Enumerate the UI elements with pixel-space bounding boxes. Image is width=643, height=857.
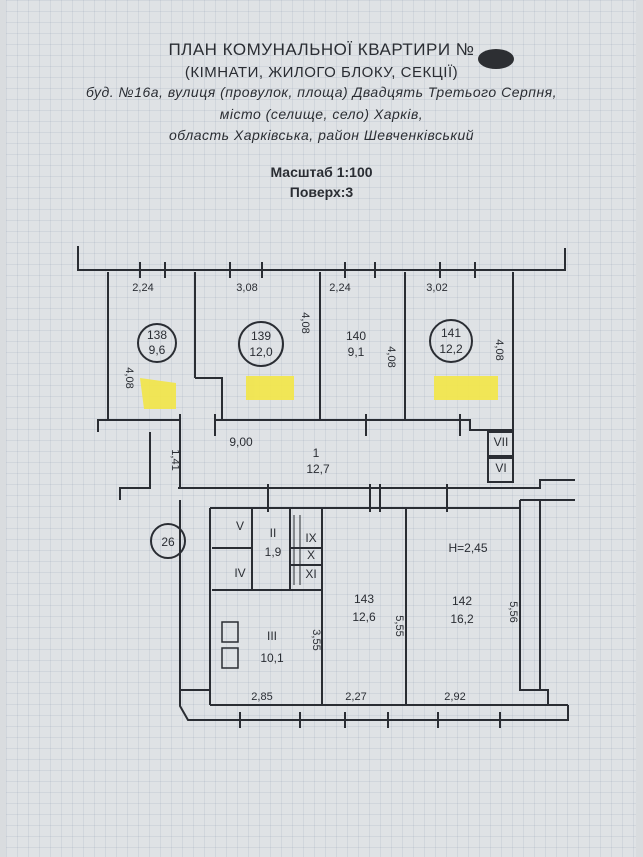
ceiling-height: Н=2,45	[448, 541, 487, 555]
dim-v-142: 5,56	[507, 601, 519, 622]
room-v-label: V	[236, 519, 244, 533]
room-xi-label: XI	[305, 567, 316, 581]
dim-bottom-3: 2,92	[444, 691, 465, 703]
dim-v-141: 4,08	[493, 339, 505, 360]
lower-left-wall	[179, 500, 210, 691]
room-vii-label: VII	[494, 435, 509, 449]
room-vii-box	[487, 431, 514, 457]
room-139-circle	[238, 321, 284, 367]
room-iii-area: 10,1	[260, 651, 284, 665]
room-140-area: 9,1	[348, 345, 365, 359]
stair-circle	[150, 523, 186, 559]
room-143-area: 12,6	[352, 610, 376, 624]
fixture-2	[221, 647, 239, 669]
highlight-141	[434, 376, 498, 400]
plan-subtitle: (КІМНАТИ, ЖИЛОГО БЛОКУ, СЕКЦІЇ)	[184, 64, 459, 81]
room-139-number: 139	[251, 329, 271, 343]
room-141-number: 141	[441, 326, 461, 340]
stair-left	[119, 432, 151, 500]
address-line-3: область Харківська, район Шевченківський	[168, 127, 475, 143]
room-141-area: 12,2	[439, 342, 463, 356]
dim-v-138: 4,08	[123, 367, 135, 388]
room-142-number: 142	[452, 594, 472, 608]
dim-v-stair: 1,41	[169, 449, 181, 470]
top-wall	[77, 246, 566, 271]
room-iv-label: IV	[234, 566, 245, 580]
highlight-139	[246, 376, 294, 400]
plan-title: ПЛАН КОМУНАЛЬНОЇ КВАРТИРИ №	[168, 40, 475, 59]
room-142-area: 16,2	[450, 612, 474, 626]
room-138-area: 9,6	[149, 343, 166, 357]
address-line-1: буд. №16а, вулиця (провулок, площа) Двад…	[85, 84, 558, 100]
dim-bottom-1: 2,85	[251, 691, 272, 703]
corridor-length: 9,00	[229, 435, 253, 449]
highlight-138	[140, 378, 176, 409]
room-ii-number: II	[270, 526, 277, 540]
right-wall	[519, 500, 568, 706]
dim-top-4: 3,02	[426, 282, 447, 294]
room-x-label: X	[307, 548, 315, 562]
dim-top-1: 2,24	[132, 282, 153, 294]
scale-label: Масштаб 1:100	[270, 164, 373, 180]
room-vi-box	[487, 457, 514, 483]
room-139-notch	[195, 377, 223, 420]
dim-bottom-2: 2,27	[345, 691, 366, 703]
corridor-area: 12,7	[306, 462, 330, 476]
room-iii-number: III	[267, 629, 277, 643]
bottom-wall	[179, 690, 569, 721]
address-line-2: місто (селище, село) Харків,	[219, 106, 424, 122]
left-wall-upper	[97, 272, 109, 432]
dim-top-2: 3,08	[236, 282, 257, 294]
room-140-number: 140	[346, 329, 366, 343]
dim-v-143: 5,55	[393, 615, 405, 636]
dim-top-3: 2,24	[329, 282, 350, 294]
redaction-blot	[478, 49, 514, 69]
top-row-bottom-wall	[108, 419, 513, 431]
room-ii-area: 1,9	[265, 545, 282, 559]
room-138-circle	[137, 323, 177, 363]
room-139-area: 12,0	[249, 345, 273, 359]
room-ix-label: IX	[305, 531, 316, 545]
fixture-1	[221, 621, 239, 643]
room-138-number: 138	[147, 328, 167, 342]
dim-v-iii: 3,55	[310, 629, 322, 650]
room-141-circle	[429, 319, 473, 363]
room-143-number: 143	[354, 592, 374, 606]
room-vi-label: VI	[495, 461, 506, 475]
floor-label: Поверх:3	[289, 184, 354, 200]
corridor-number: 1	[313, 446, 320, 460]
dim-v-140: 4,08	[385, 346, 397, 367]
corridor-bottom	[178, 479, 575, 489]
document-sheet	[6, 0, 636, 857]
stair-number: 26	[161, 535, 175, 549]
dim-v-139: 4,08	[299, 312, 311, 333]
